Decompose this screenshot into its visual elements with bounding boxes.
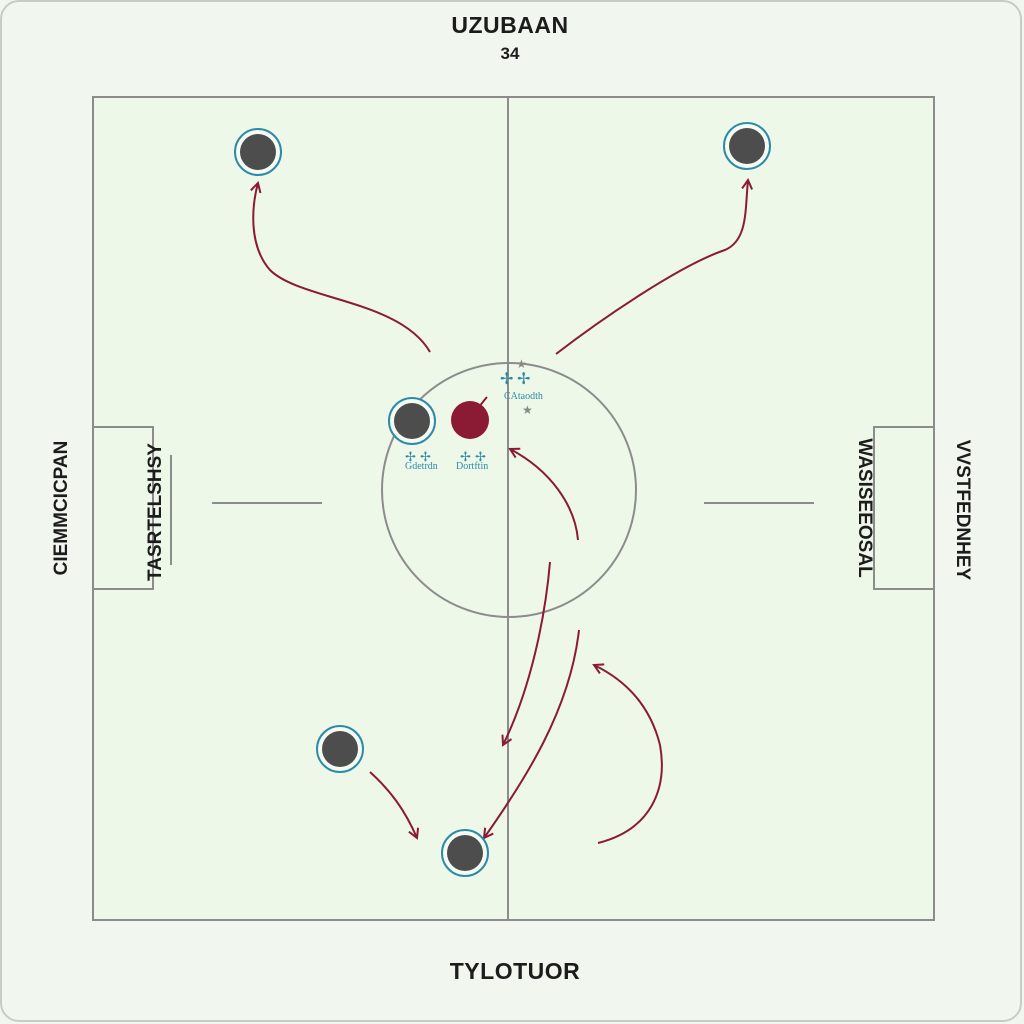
diagram-subtitle: 34 — [500, 44, 520, 63]
arrow-1 — [253, 183, 431, 353]
player-1 — [240, 134, 276, 170]
left-penalty-box — [93, 426, 154, 590]
left-inner-label: TASRTELSHSY — [145, 443, 166, 581]
pitch-boundary — [92, 96, 935, 921]
center-top-label: CAtaodth — [504, 391, 543, 402]
diagram-title: UZUBAAN — [451, 12, 569, 38]
center-right-label: Dortftin — [456, 461, 489, 472]
arrow-4 — [503, 561, 551, 745]
right-penalty-box — [873, 426, 934, 590]
star-marker-1: ★ — [516, 357, 527, 371]
right-outer-label: VVSTFEDNHEY — [952, 439, 973, 581]
bottom-label: TYLOTUOR — [449, 958, 581, 984]
cross-marker-4: ✢ ✢ — [460, 450, 486, 465]
center-left-label: Gdetrdn — [405, 461, 438, 472]
arrow-3 — [510, 449, 579, 541]
center-circle — [381, 362, 637, 618]
cross-marker-3: ✢ ✢ — [405, 450, 431, 465]
cross-marker-1: ✢ — [500, 369, 513, 388]
player-4 — [322, 731, 358, 767]
ball — [451, 401, 489, 439]
right-inner-label: WASISEEOSAL — [854, 438, 875, 578]
left-outer-label: CIEMMCICPAN — [51, 440, 72, 576]
player-group — [234, 122, 771, 877]
player-2 — [729, 128, 765, 164]
player-5 — [447, 835, 483, 871]
cross-marker-2: ✢ — [517, 369, 530, 388]
player-3 — [394, 403, 430, 439]
arrow-5 — [484, 629, 580, 838]
arrow-2 — [555, 180, 748, 355]
arrow-6 — [369, 771, 417, 838]
star-marker-2: ★ — [522, 403, 533, 417]
arrow-7 — [594, 665, 663, 844]
